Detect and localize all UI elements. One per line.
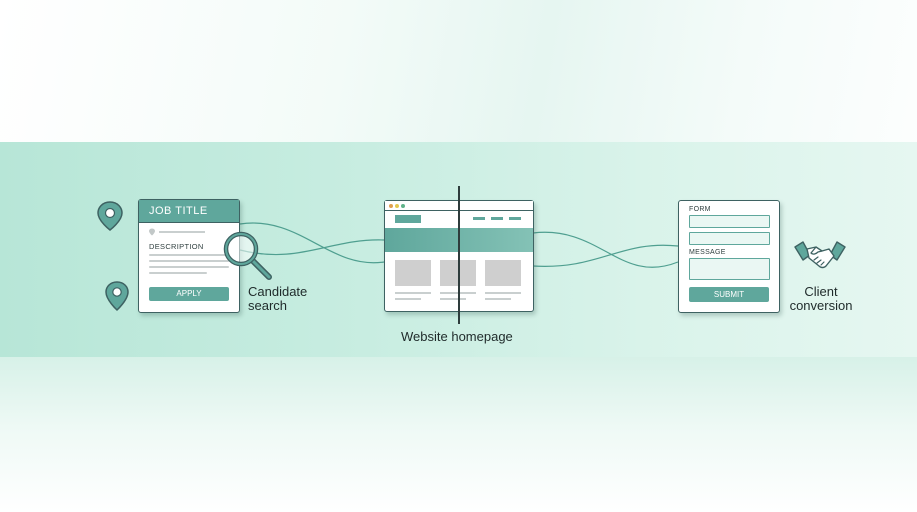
content-line [395,292,431,294]
apply-button[interactable]: APPLY [149,287,229,301]
client-conversion-label: Client conversion [788,285,854,313]
window-dot [395,203,399,208]
magnifier-icon [223,231,272,280]
form-field[interactable] [689,232,770,245]
window-dot [401,203,405,208]
content-tile [395,260,431,286]
map-pin-icon [105,281,129,312]
candidate-search-label-line1: Candidate [248,284,308,299]
content-line [440,298,466,300]
content-line [395,298,421,300]
center-divider [458,186,460,324]
location-line [149,228,205,236]
client-conversion-label-line2: conversion [789,298,853,313]
description-line [149,266,229,268]
client-conversion-label-line1: Client [804,284,838,299]
job-title-header: JOB TITLE [139,200,239,223]
form-label: FORM [689,206,711,213]
description-line [149,254,229,256]
job-posting-card: JOB TITLE DESCRIPTION APPLY [138,199,240,313]
content-line [485,292,521,294]
content-tile [485,260,521,286]
website-homepage-label: Website homepage [401,329,513,344]
content-line [485,298,511,300]
window-dot [389,203,393,208]
message-field[interactable] [689,258,770,280]
description-label: DESCRIPTION [149,242,204,251]
handshake-icon [794,241,846,269]
map-pin-icon [97,201,123,231]
nav-link [473,217,485,220]
message-label: MESSAGE [689,249,726,256]
background-wash [0,357,917,512]
candidate-search-label-line2: search [248,298,288,313]
description-line [149,272,207,274]
nav-link [491,217,503,220]
nav-link [509,217,521,220]
form-field[interactable] [689,215,770,228]
description-line [149,260,229,262]
candidate-search-label: Candidate search [248,285,307,313]
submit-button[interactable]: SUBMIT [689,287,769,302]
site-logo-block [395,215,421,223]
contact-form-card: FORM MESSAGE SUBMIT [678,200,780,313]
